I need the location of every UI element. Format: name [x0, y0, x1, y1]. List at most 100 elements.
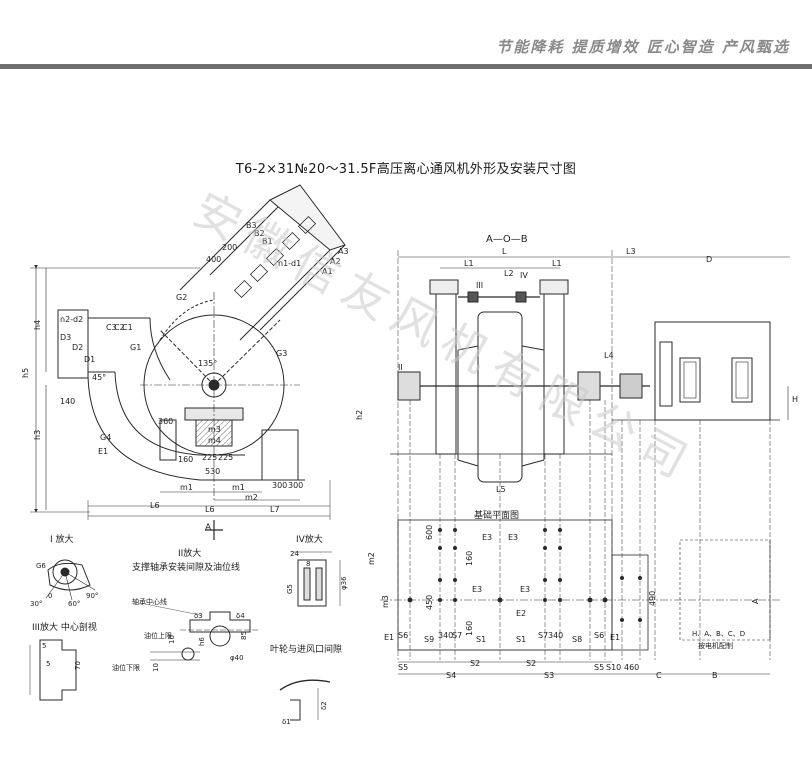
- dim-b: B: [712, 671, 718, 680]
- dim-l6-top: L6: [150, 501, 160, 510]
- label-g1: G1: [130, 343, 141, 352]
- detail-60deg: 60°: [68, 600, 80, 608]
- column-right: [543, 293, 565, 455]
- label-d1: D1: [84, 355, 95, 364]
- dim-340-a: 340: [438, 631, 453, 640]
- dim-s2-a: S2: [470, 659, 480, 668]
- side-elevation-view: [30, 184, 346, 540]
- detail-10-a: 10: [168, 635, 176, 644]
- dim-160-a: 160: [465, 551, 474, 566]
- detail-5-a: 5: [42, 642, 46, 650]
- detail-30deg: 30°: [30, 600, 42, 608]
- motor-note-line1: H、A、B、C、D: [692, 630, 745, 638]
- detail-delta3: δ3: [194, 612, 203, 620]
- drawing-title: T6-2×31№20～31.5F高压离心通风机外形及安装尺寸图: [235, 162, 577, 177]
- dim-l4: L4: [604, 351, 614, 360]
- outlet-duct: [179, 199, 331, 341]
- detail-iv: [292, 551, 341, 607]
- dim-340-b: 340: [548, 631, 563, 640]
- detail-gap-caption: 叶轮与进风口间隙: [270, 643, 342, 655]
- detail-i: [45, 559, 96, 601]
- dim-h5: h5: [21, 368, 30, 378]
- dim-e3-b: E3: [508, 533, 518, 542]
- dim-160-b: 160: [465, 621, 474, 636]
- detail-ii-subtitle: 支撑轴承安装间隙及油位线: [132, 561, 240, 573]
- front-view-aob: [380, 250, 790, 675]
- detail-70: 70: [74, 661, 82, 670]
- casing-lower-curve: [87, 371, 245, 481]
- label-b2: B2: [254, 229, 265, 238]
- dim-m3: m3: [208, 425, 221, 434]
- dim-360: 360: [158, 417, 173, 426]
- dim-d: D: [706, 255, 712, 264]
- dim-530: 530: [205, 467, 220, 476]
- dim-225-a: 225: [202, 453, 217, 462]
- dim-m2: m2: [245, 493, 258, 502]
- dim-s5-left: S5: [398, 663, 408, 672]
- detail-g6: G6: [36, 562, 46, 570]
- column-left: [435, 293, 457, 455]
- label-d2: D2: [72, 343, 83, 352]
- dim-m2-right: m2: [367, 552, 376, 565]
- detail-i-caption: I 放大: [50, 533, 74, 545]
- detail-phi36: φ36: [340, 576, 348, 590]
- label-140: 140: [60, 397, 75, 406]
- dim-600: 600: [425, 525, 434, 540]
- detail-0: 0: [48, 592, 52, 600]
- bearing-center-label: 轴承中心线: [132, 597, 167, 606]
- motor-note-line2: 按电机配制: [698, 641, 733, 650]
- detail-85: 85: [240, 631, 248, 640]
- detail-iv-caption: IV放大: [296, 533, 323, 545]
- label-b3: B3: [246, 221, 257, 230]
- label-e1-left: E1: [98, 447, 108, 456]
- dim-s5-right: S5: [594, 663, 604, 672]
- detail-g5: G5: [286, 584, 294, 594]
- dim-m1-left: m1: [180, 483, 193, 492]
- label-n2-d2: n2-d2: [60, 315, 83, 324]
- foundation-plan: [380, 519, 780, 651]
- oil-upper-label: 油位上限: [144, 631, 172, 640]
- bearing-top-left: [429, 279, 459, 295]
- detail-90deg: 90°: [86, 592, 98, 600]
- detail-5-b: 5: [46, 660, 50, 668]
- dim-e1-right: E1: [610, 633, 620, 642]
- detail-h6: h6: [198, 637, 206, 646]
- dim-l2: L2: [504, 269, 514, 278]
- bearing-ii: [397, 371, 421, 401]
- dim-h3: h3: [33, 430, 42, 440]
- detail-ii: [139, 602, 260, 661]
- detail-delta2: δ2: [320, 701, 328, 710]
- marker-iii: III: [476, 281, 483, 290]
- dim-300-b: 300: [288, 481, 303, 490]
- dim-s6-left: S6: [398, 631, 408, 640]
- dim-160: 160: [178, 455, 193, 464]
- dim-h2: h2: [355, 410, 364, 420]
- detail-gap: [279, 679, 331, 721]
- dim-e3-d: E3: [520, 585, 530, 594]
- dim-c: C: [656, 671, 662, 680]
- dim-490: 490: [648, 591, 657, 606]
- bearing-right: [577, 371, 601, 401]
- label-a3: A3: [338, 247, 349, 256]
- dim-s4: S4: [446, 671, 456, 680]
- label-a2: A2: [330, 257, 341, 266]
- detail-delta4: δ4: [236, 612, 245, 620]
- label-b1: B1: [262, 237, 273, 246]
- marker-ii: II: [398, 363, 403, 372]
- label-d3: D3: [60, 333, 71, 342]
- dim-s9: S9: [424, 635, 434, 644]
- dim-l7: L7: [270, 505, 280, 514]
- label-c2: C2: [114, 323, 125, 332]
- dim-m4: m4: [208, 436, 221, 445]
- label-200: 200: [222, 243, 237, 252]
- detail-iii: [29, 639, 77, 701]
- arrow-a-label: A: [205, 523, 212, 533]
- dim-m3-right: m3: [381, 595, 390, 608]
- label-n1-d1: n1-d1: [278, 259, 301, 268]
- label-g2: G2: [176, 293, 187, 302]
- dim-e3-c: E3: [472, 585, 482, 594]
- bearing-top-right: [539, 279, 569, 295]
- detail-8: 8: [306, 560, 310, 568]
- dim-s7-right: S7: [538, 631, 548, 640]
